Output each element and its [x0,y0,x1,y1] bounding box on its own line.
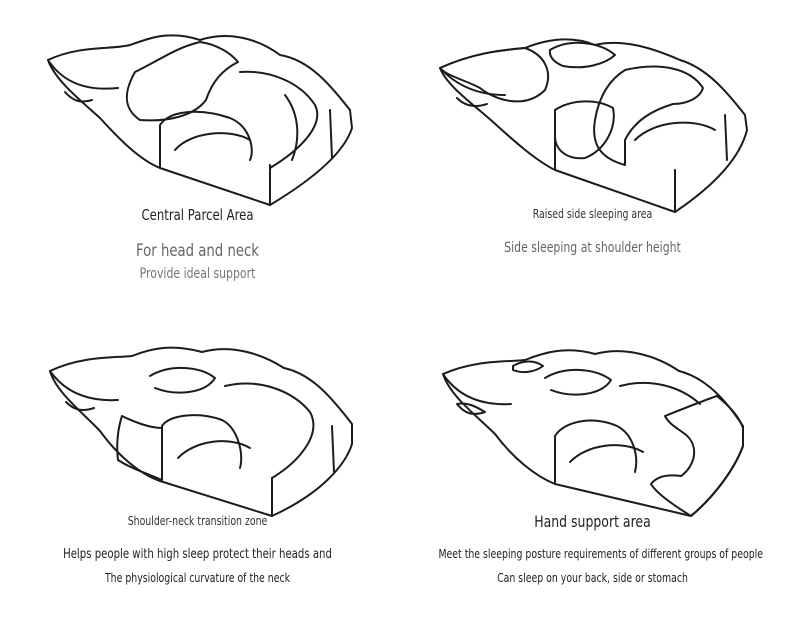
pillow-illustration [47,34,353,206]
side-zone-left [439,47,550,103]
panel-title: Raised side sleeping area [532,207,653,221]
side-zone-right [593,65,704,166]
pillow-illustration [442,349,744,517]
side-zone-mid [554,100,615,160]
panel-line-1: Side sleeping at shoulder height [504,240,681,256]
hand-zone-highlight [650,395,744,517]
panel-title: Shoulder-neck transition zone [127,514,268,528]
panel-line-2: Provide ideal support [139,266,256,282]
pillow-illustration [49,346,353,517]
panel-central-parcel-area: Central Parcel Area For head and neck Pr… [0,0,395,316]
panel-hand-support-area: Hand support area Meet the sleeping post… [395,316,790,632]
hand-zone-tip [456,402,486,415]
panel-line-2: The physiological curvature of the neck [104,571,291,585]
pillow-illustration [439,38,748,213]
panel-raised-side-sleeping-area: Raised side sleeping area Side sleeping … [395,0,790,316]
side-zone-top [548,41,616,69]
panel-line-1: For head and neck [136,241,259,261]
panel-title: Central Parcel Area [141,206,254,224]
panel-line-1: Meet the sleeping posture requirements o… [438,547,764,561]
central-zone-highlight [125,41,239,122]
transition-zone-highlight [116,415,163,481]
panel-title: Hand support area [534,512,651,531]
panel-line-2: Can sleep on your back, side or stomach [497,571,688,585]
panel-shoulder-neck-transition-zone: Shoulder-neck transition zone Helps peop… [0,316,395,632]
panel-line-1: Helps people with high sleep protect the… [63,547,332,562]
hand-zone-top [512,360,544,374]
